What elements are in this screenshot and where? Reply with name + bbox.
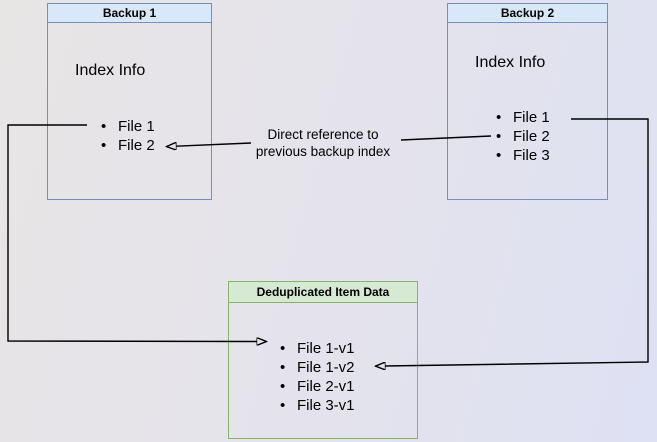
backup1-index-info-label: Index Info [75,62,146,79]
backup1-node: Backup 1 Index Info File 1 File 2 [47,3,212,200]
backup2-title: Backup 2 [500,6,555,20]
list-item: File 3 [496,146,550,165]
dedup-header: Deduplicated Item Data [229,282,417,303]
dedup-title: Deduplicated Item Data [256,285,390,299]
list-item: File 2-v1 [280,377,355,396]
backup2-header: Backup 2 [448,4,607,23]
backup2-node: Backup 2 Index Info File 1 File 2 File 3 [447,3,608,200]
list-item: File 2 [101,136,155,155]
annotation-label: Direct reference to previous backup inde… [255,127,391,159]
list-item: File 2 [496,127,550,146]
backup1-file-list: File 1 File 2 [101,117,155,155]
list-item: File 1-v2 [280,358,355,377]
dedup-file-list: File 1-v1 File 1-v2 File 2-v1 File 3-v1 [280,339,355,415]
dedup-node: Deduplicated Item Data File 1-v1 File 1-… [228,281,418,439]
list-item: File 1-v1 [280,339,355,358]
backup1-title: Backup 1 [102,6,157,20]
backup2-index-info-label: Index Info [475,54,546,71]
backup1-header: Backup 1 [48,4,211,23]
backup2-file-list: File 1 File 2 File 3 [496,108,550,165]
list-item: File 3-v1 [280,396,355,415]
list-item: File 1 [101,117,155,136]
list-item: File 1 [496,108,550,127]
